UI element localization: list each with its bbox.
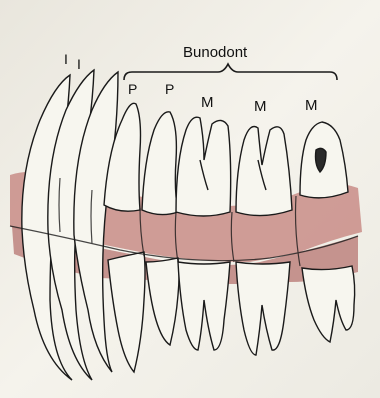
molar-label-1: M [201, 95, 214, 110]
incisor-label-2: I [77, 57, 81, 71]
incisor-label-1: I [64, 52, 68, 66]
premolar-label-2: P [165, 82, 174, 96]
premolar-label-1: P [128, 82, 137, 96]
diagram-title: Bunodont [183, 45, 247, 60]
molar-label-2: M [254, 99, 267, 114]
molar-label-3: M [305, 98, 318, 113]
